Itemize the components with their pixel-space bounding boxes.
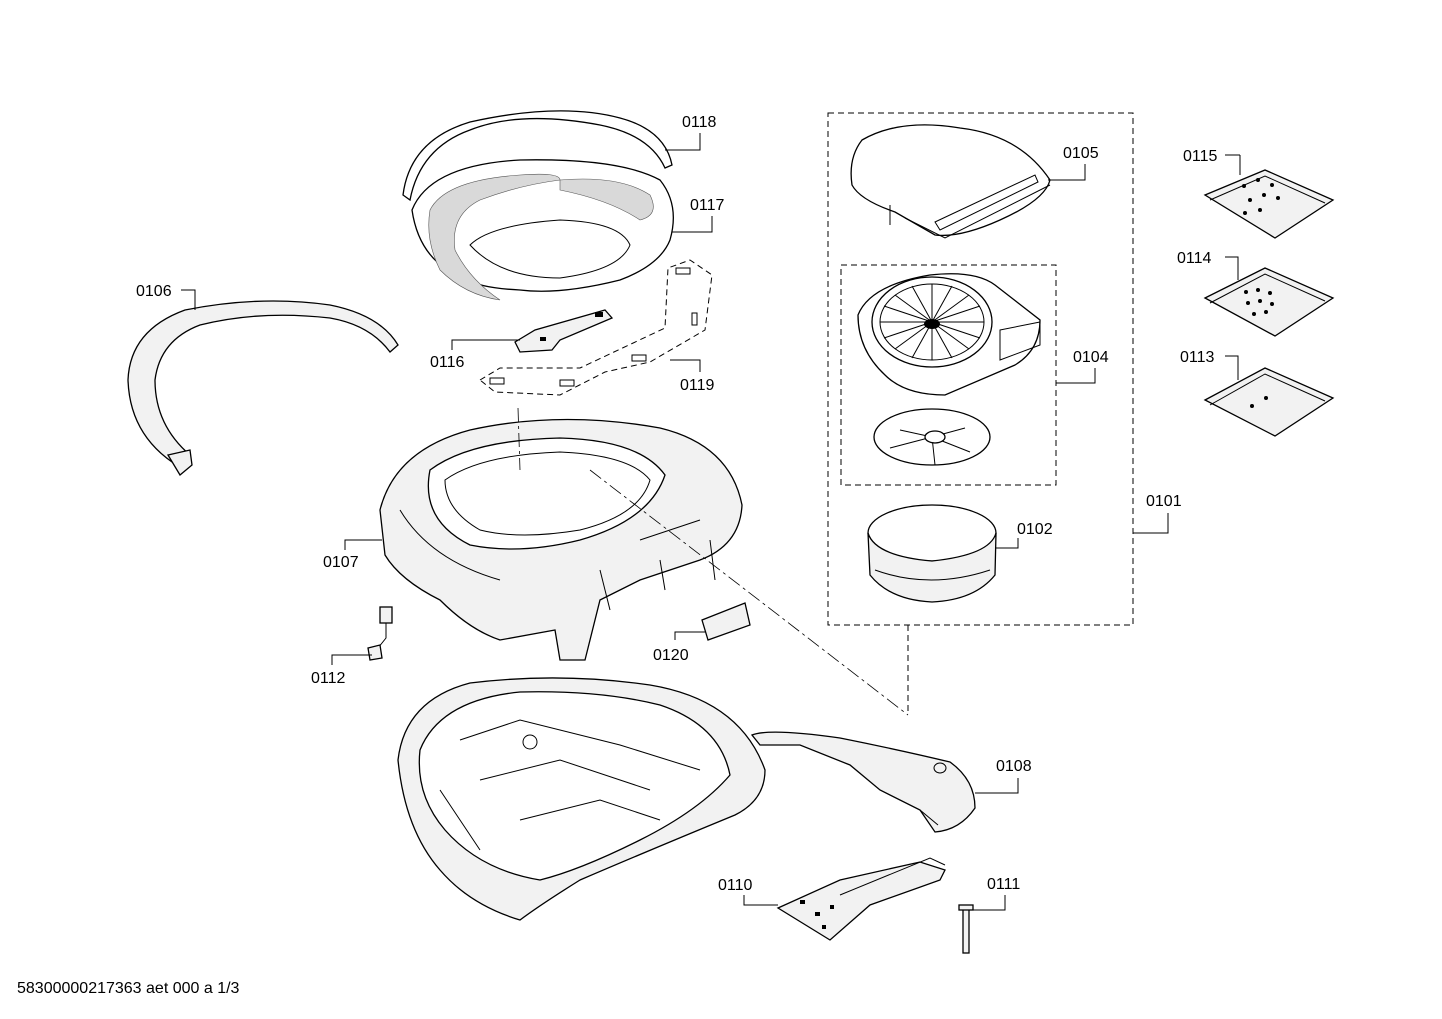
- label-0105: 0105: [1063, 145, 1099, 162]
- part-0106-bumper: [127, 300, 399, 476]
- label-0107: 0107: [323, 554, 359, 571]
- label-0117: 0117: [690, 197, 725, 214]
- label-0104: 0104: [1073, 349, 1109, 366]
- part-0111-screw: [958, 904, 974, 954]
- part-0118-top-ring: [402, 110, 673, 202]
- part-0119-gasket-strip: [479, 259, 713, 396]
- label-0102: 0102: [1017, 521, 1053, 538]
- label-0120: 0120: [653, 647, 689, 664]
- part-0102-filter-ring: [867, 504, 997, 603]
- part-0112-sensor-cable: [367, 606, 393, 661]
- part-0105-filter-cover: [850, 124, 1051, 239]
- label-0101: 0101: [1146, 493, 1182, 510]
- part-0113-screw-bag: [1203, 367, 1335, 437]
- assembly-box-0101: [827, 112, 1134, 626]
- label-0110: 0110: [718, 877, 753, 894]
- assembly-box-0104: [840, 264, 1057, 486]
- part-0114-screw-bag: [1203, 267, 1335, 337]
- label-0114: 0114: [1177, 250, 1212, 267]
- part-0110-pcb: [776, 857, 946, 941]
- label-0111: 0111: [987, 876, 1020, 893]
- part-0116-bracket: [514, 309, 614, 353]
- label-0106: 0106: [136, 283, 172, 300]
- part-base-tray: [397, 677, 766, 921]
- part-0107-chassis-frame: [379, 418, 743, 661]
- part-0108-brush-arm: [750, 731, 976, 833]
- document-code: 58300000217363 aet 000 a 1/3: [17, 980, 240, 997]
- label-0115: 0115: [1183, 148, 1218, 165]
- part-0115-screw-bag: [1203, 169, 1335, 239]
- leader-lines: [181, 133, 1241, 911]
- label-0119: 0119: [680, 377, 715, 394]
- part-0104-filter-housing: [857, 273, 1041, 466]
- label-0118: 0118: [682, 114, 717, 131]
- label-0113: 0113: [1180, 349, 1215, 366]
- part-0117-top-cover: [411, 159, 674, 301]
- part-0120-pad: [701, 602, 751, 641]
- label-0112: 0112: [311, 670, 346, 687]
- label-0116: 0116: [430, 354, 465, 371]
- label-0108: 0108: [996, 758, 1032, 775]
